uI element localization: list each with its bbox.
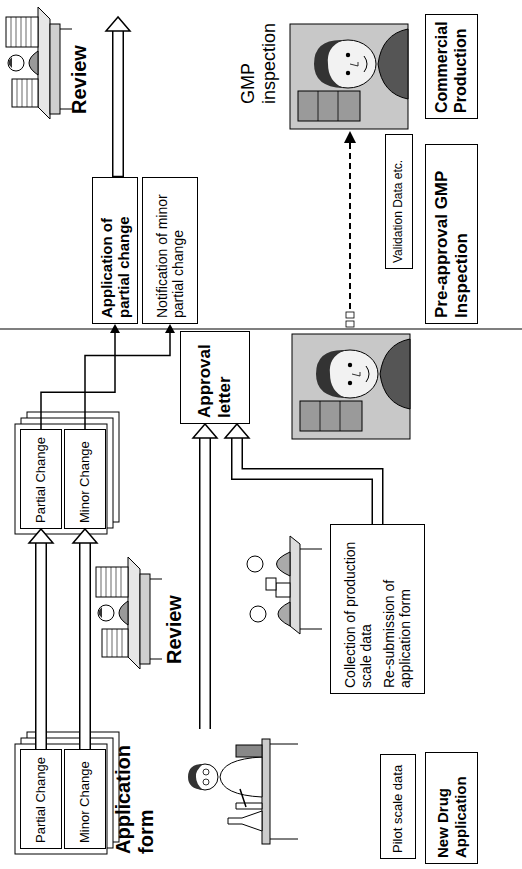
process-box: Collection of production scale dataRe-su… — [330, 524, 425, 694]
box-text: Minor Change — [78, 755, 93, 843]
document-stack — [15, 412, 119, 534]
scientist-illustration — [188, 739, 298, 844]
data-box: Pilot scale data — [380, 754, 416, 859]
box-text: Commercial Production — [433, 20, 470, 113]
document-section: Partial Change — [20, 749, 62, 849]
phase-divider — [0, 328, 522, 329]
hollow-arrow-connector — [73, 529, 97, 749]
section-label: GMP inspection — [238, 9, 279, 104]
review-illustration — [96, 557, 162, 669]
document-section: Partial Change — [20, 429, 62, 529]
inspector-photo — [292, 334, 410, 439]
process-box: Notification of minor partial change — [142, 177, 198, 324]
box-text: Approval letter — [195, 337, 234, 418]
approval-box: Approval letter — [180, 331, 250, 424]
hollow-arrow — [193, 424, 217, 729]
box-text: Pilot scale data — [391, 760, 406, 853]
process-box: Application of partial change — [92, 177, 138, 324]
box-text: Validation Data etc. — [392, 140, 406, 263]
dashed-arrow — [344, 131, 356, 327]
document-section: Minor Change — [64, 429, 106, 529]
section-label: Review — [163, 554, 186, 664]
box-text: Pre-approval GMP Inspection — [432, 150, 471, 318]
box-text: Partial Change — [34, 435, 49, 523]
box-text: Application of partial change — [98, 183, 133, 318]
lab-workers-illustration — [247, 536, 322, 634]
box-text: Partial Change — [34, 755, 49, 843]
arrow-connector — [85, 324, 175, 429]
box-text: Re-submission of application form — [381, 530, 413, 688]
arrow-connector — [41, 324, 120, 429]
phase-box: Pre-approval GMP Inspection — [425, 144, 478, 324]
hollow-arrow-connector — [225, 424, 378, 524]
box-text: Collection of production scale data — [342, 530, 374, 688]
phase-box: Commercial Production — [425, 14, 478, 119]
inspector-photo — [290, 24, 408, 129]
document-stack — [15, 732, 119, 854]
document-section: Minor Change — [64, 749, 106, 849]
section-label: Application form — [112, 724, 158, 854]
box-text: Notification of minor partial change — [154, 183, 186, 318]
box-text: New Drug Application — [434, 758, 469, 858]
data-box: Validation Data etc. — [385, 134, 413, 269]
hollow-arrow-connector — [29, 529, 53, 749]
box-text: Minor Change — [78, 435, 93, 523]
section-label: Review — [68, 14, 91, 114]
review-illustration — [6, 7, 72, 119]
phase-box: New Drug Application — [425, 752, 478, 864]
hollow-arrow — [106, 17, 130, 177]
